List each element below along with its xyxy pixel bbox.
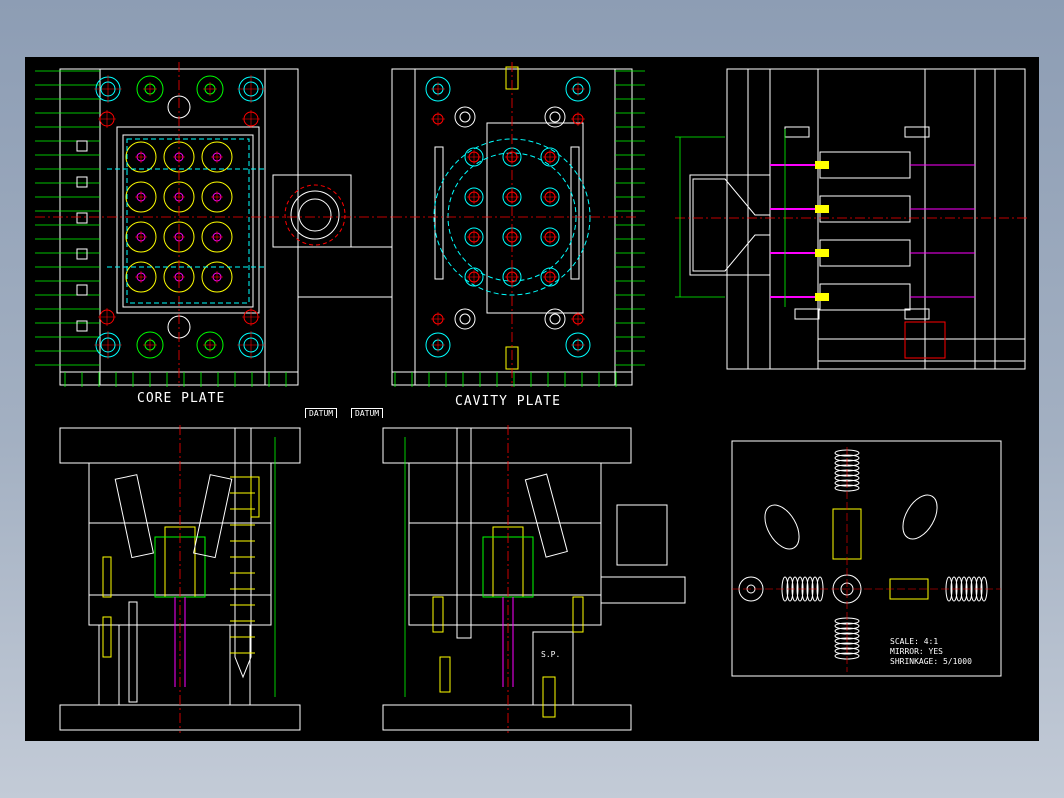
guide-bush-hole — [459, 313, 471, 325]
cavity-outline — [201, 261, 233, 293]
part-iso-left — [764, 504, 800, 550]
core-cooling-lines — [107, 138, 265, 304]
shrinkage-note: SHRINKAGE: 5/1000 — [890, 657, 972, 666]
coolant-fitting — [76, 284, 88, 296]
coolant-fitting — [76, 320, 88, 332]
core-insert — [819, 151, 911, 179]
section-view-center — [382, 427, 686, 731]
angle-pin — [193, 474, 233, 559]
cavity-insert — [464, 227, 484, 247]
guide-bush-hole — [459, 111, 471, 123]
cavity-insert — [464, 267, 484, 287]
cooling-hole — [565, 332, 591, 358]
spring — [102, 556, 112, 598]
section-center-parts — [404, 437, 584, 718]
section-left-parts — [102, 437, 276, 703]
core-plate-title: CORE PLATE — [137, 391, 226, 406]
cooling-hole — [425, 332, 451, 358]
sprue-puller-label: S.P. — [541, 650, 561, 659]
spring — [250, 476, 260, 518]
cavity-insert — [540, 227, 560, 247]
cavity-outline — [125, 221, 157, 253]
sprue-puller — [542, 676, 556, 718]
datum-right-label: DATUM — [351, 408, 384, 418]
core-center-lines — [35, 62, 395, 387]
cavity-plate-title: CAVITY PLATE — [455, 394, 561, 409]
gate-marker — [815, 205, 829, 213]
guide-bush-hole — [544, 308, 566, 330]
cavity-outline — [125, 261, 157, 293]
angle-pin — [114, 474, 154, 559]
screw-head — [784, 126, 810, 138]
spring — [102, 616, 112, 658]
bolt-hole — [243, 337, 259, 353]
angle-pin — [524, 473, 568, 558]
return-pin-hole — [136, 331, 164, 359]
datum-left-label: DATUM — [305, 408, 338, 418]
screw-head — [904, 126, 930, 138]
ejector-cylinder — [904, 321, 946, 359]
cavity-insert — [464, 187, 484, 207]
guide-bush-hole — [454, 106, 476, 128]
gate-marker — [815, 161, 829, 169]
bolt-hole — [243, 81, 259, 97]
cavity-outline — [125, 181, 157, 213]
bolt-hole — [100, 337, 116, 353]
part-views-frame — [731, 440, 1002, 677]
gate-marker — [815, 293, 829, 301]
spring — [572, 596, 584, 633]
ejector-rod — [128, 601, 138, 703]
guide-bush-hole — [544, 106, 566, 128]
coolant-fitting — [76, 140, 88, 152]
guide-bush-hole — [549, 111, 561, 123]
cavity-insert — [540, 267, 560, 287]
cavity-outline — [125, 141, 157, 173]
cooling-hole — [425, 76, 451, 102]
mirror-note: MIRROR: YES — [890, 647, 943, 656]
cooling-hole — [565, 76, 591, 102]
coolant-fitting — [76, 248, 88, 260]
screw-head — [904, 308, 930, 320]
core-dimension-lines — [35, 70, 287, 387]
side-dimension-lines — [675, 129, 786, 307]
cavity-insert — [464, 147, 484, 167]
core-insert — [819, 239, 911, 267]
cavity-outline — [201, 221, 233, 253]
side-section-parts — [770, 126, 975, 359]
return-pin-hole — [196, 331, 224, 359]
cavity-outline — [201, 141, 233, 173]
return-pin-hole — [196, 75, 224, 103]
part-iso-right — [902, 494, 938, 540]
side-section-view — [689, 68, 1026, 370]
cavity-outline — [201, 181, 233, 213]
guide-bush-hole — [549, 313, 561, 325]
bolt-hole — [100, 81, 116, 97]
scale-note: SCALE: 4:1 — [890, 637, 939, 646]
guide-bush-hole — [454, 308, 476, 330]
cad-drawing-canvas[interactable]: CORE PLATE CAVITY PLATE DATUM DATUM S.P.… — [25, 57, 1039, 741]
spring — [439, 656, 451, 693]
cavity-center-lines — [392, 62, 637, 387]
cavity-insert — [540, 147, 560, 167]
part-views — [732, 447, 1001, 672]
coolant-fitting — [76, 212, 88, 224]
core-plate-view — [59, 68, 393, 386]
cavity-dimension-lines — [394, 70, 645, 387]
cavity-insert — [540, 187, 560, 207]
return-pin-hole — [136, 75, 164, 103]
spring — [432, 596, 444, 633]
gate-marker — [815, 249, 829, 257]
mold-assembly-drawing — [35, 62, 1029, 733]
core-insert — [819, 283, 911, 311]
screw-head — [794, 308, 820, 320]
coolant-fitting — [76, 176, 88, 188]
